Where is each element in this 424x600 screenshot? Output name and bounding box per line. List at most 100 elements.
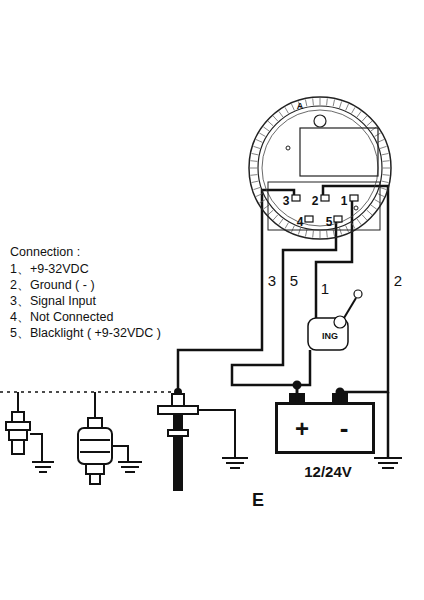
knurl: [380, 187, 387, 189]
knurl: [273, 215, 278, 220]
knurl: [383, 168, 390, 169]
knurl: [279, 111, 283, 117]
pin-block: [268, 182, 380, 230]
legend-heading: Connection :: [10, 246, 80, 259]
knurl: [252, 153, 259, 154]
knurl: [371, 205, 377, 209]
pin-number: 5: [326, 216, 333, 228]
knurl: [362, 116, 367, 121]
bezel: [258, 106, 382, 230]
bezel: [262, 110, 378, 226]
knurl: [256, 194, 262, 197]
knurl: [357, 219, 361, 225]
knurl: [382, 181, 389, 182]
knurl: [346, 226, 349, 232]
knurl: [333, 100, 334, 107]
wire-number: 3: [266, 273, 278, 288]
screw-hole: [354, 206, 358, 210]
knurl: [352, 107, 356, 113]
knurl: [285, 107, 289, 113]
knurl: [256, 140, 262, 143]
wire-number: 2: [392, 273, 404, 288]
knurl: [292, 226, 295, 232]
wire: [232, 219, 336, 402]
battery-box: +-12/24V: [275, 402, 375, 454]
pin-number: 1: [341, 195, 348, 207]
gauge-face-art: [248, 96, 392, 240]
wire-number: 5: [288, 273, 300, 288]
knurl: [259, 200, 265, 204]
knurl: [339, 101, 341, 108]
knurl: [346, 104, 349, 110]
knurl: [362, 215, 367, 220]
knurl: [305, 230, 306, 237]
ground-symbol: [374, 458, 402, 468]
knurl: [382, 153, 389, 154]
gauge-letter: A: [297, 102, 304, 111]
battery-minus: -: [340, 415, 349, 441]
knurl: [352, 223, 356, 229]
temperature-sensor: [6, 392, 54, 472]
knurl: [380, 146, 387, 148]
knurl: [292, 104, 295, 110]
knurl: [250, 174, 257, 176]
bezel: [249, 97, 391, 239]
gauge-face: A 3 2 1 4 5: [248, 96, 392, 240]
knurl: [250, 160, 257, 162]
battery-box-art: [278, 405, 378, 457]
display-window: [300, 128, 378, 176]
knurl: [312, 231, 314, 238]
pin-number: 3: [283, 195, 290, 207]
screw-hole: [286, 146, 290, 150]
wire: [297, 350, 310, 402]
battery-plus: +: [295, 417, 309, 441]
ground-wire: [387, 392, 390, 458]
tank-sender: [158, 394, 198, 490]
pin-note: 3、Signal Input: [10, 295, 96, 308]
pin-note: 4、Not Connected: [10, 311, 113, 324]
ignition-switch: ING: [300, 312, 356, 356]
knurl: [367, 121, 372, 126]
figure-letter: E: [250, 491, 266, 509]
signal-wire: [178, 190, 294, 394]
key-ring: [354, 290, 362, 298]
knurl: [250, 168, 257, 169]
knurl: [279, 219, 283, 225]
knurl: [320, 231, 321, 238]
knurl: [252, 181, 259, 182]
knurl: [357, 111, 361, 117]
mount-stud: [314, 115, 326, 127]
knurl: [339, 228, 341, 235]
pin-terminal: [305, 216, 313, 222]
battery-voltage: 12/24V: [304, 464, 352, 479]
knurl: [326, 231, 328, 238]
knurl: [383, 174, 390, 176]
knurl: [263, 127, 269, 131]
knurl: [305, 100, 306, 107]
key: [344, 298, 356, 318]
pin-terminal: [321, 195, 329, 201]
pin-terminal: [292, 195, 300, 201]
knurl: [253, 146, 260, 148]
knurl: [253, 187, 260, 189]
pin-note: 1、+9-32VDC: [10, 263, 89, 276]
pin-number: 2: [312, 195, 319, 207]
pin-number: 4: [297, 216, 304, 228]
knurl: [367, 210, 372, 215]
knurl: [285, 223, 289, 229]
pressure-sensor: [78, 392, 142, 484]
pin-note: 5、Blacklight ( +9-32VDC ): [10, 327, 161, 340]
ground-symbol: [222, 458, 248, 468]
pin-terminal: [350, 195, 358, 201]
wire-number: 1: [319, 281, 331, 296]
knurl: [320, 98, 321, 105]
pin-terminal: [334, 216, 342, 222]
pin-note: 2、Ground ( - ): [10, 279, 95, 292]
dotted-line: [0, 391, 178, 393]
knurl: [268, 121, 273, 126]
ground-wire: [198, 410, 235, 458]
knurl: [273, 116, 278, 121]
knurl: [378, 194, 384, 197]
knurl: [259, 133, 265, 137]
knurl: [312, 98, 314, 105]
